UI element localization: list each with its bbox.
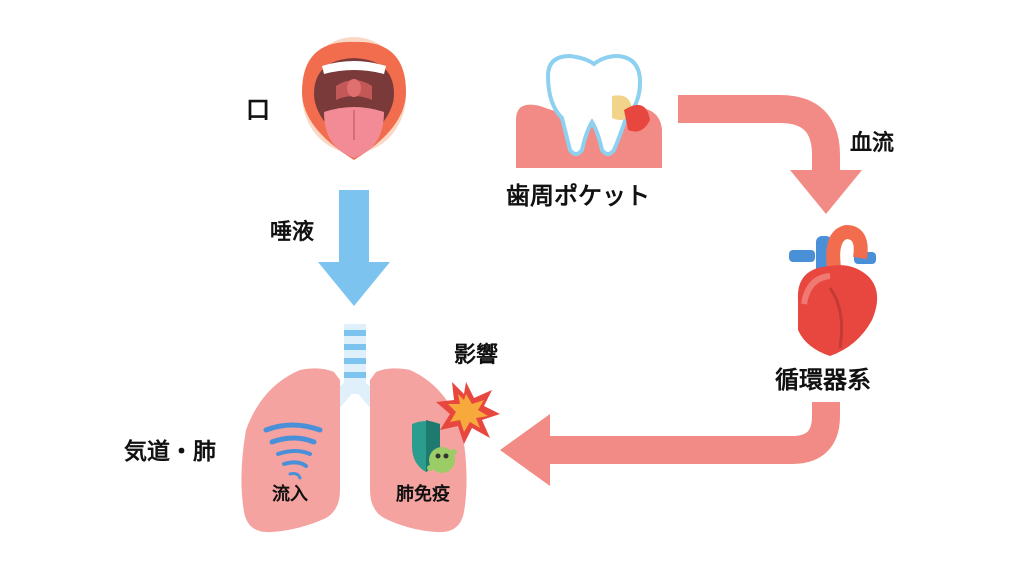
- shield-germ-icon: [412, 420, 457, 473]
- tooth-gum-icon: [516, 53, 662, 168]
- arrow-heart-to-lungs: [500, 402, 840, 486]
- label-lung-immunity: 肺免疫: [396, 484, 450, 505]
- arrow-pocket-to-heart: [678, 95, 862, 214]
- label-circulatory-system: 循環器系: [775, 366, 871, 394]
- arrow-saliva: [318, 190, 390, 306]
- label-periodontal-pocket: 歯周ポケット: [506, 182, 650, 210]
- label-saliva: 唾液: [270, 220, 315, 245]
- label-blood-flow: 血流: [850, 131, 895, 156]
- label-inflow: 流入: [272, 484, 308, 505]
- burst-icon: [436, 382, 500, 444]
- label-impact: 影響: [454, 343, 499, 368]
- tornado-icon: [263, 422, 323, 480]
- heart-icon: [789, 224, 878, 356]
- label-mouth: 口: [246, 96, 270, 124]
- mouth-icon: [302, 37, 406, 160]
- label-airway-lungs: 気道・肺: [124, 439, 216, 465]
